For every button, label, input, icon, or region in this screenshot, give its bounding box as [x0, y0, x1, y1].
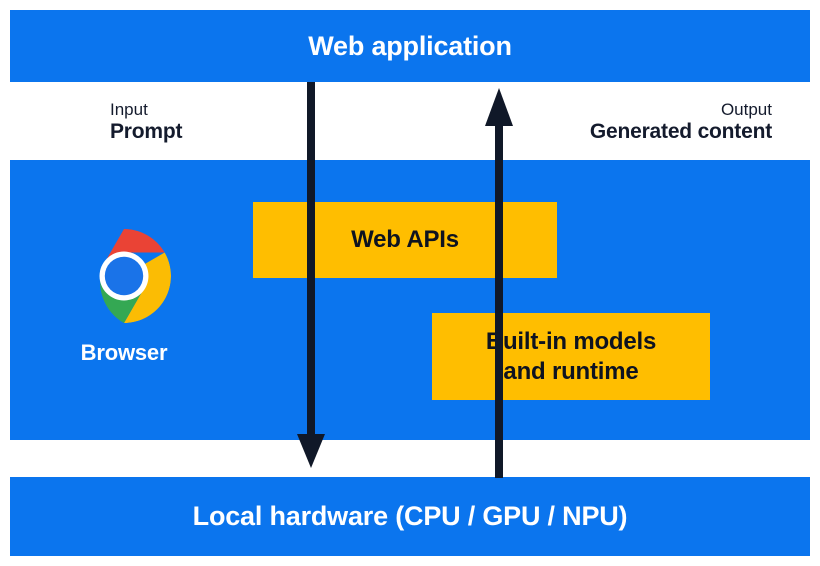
web-application-title: Web application — [308, 30, 512, 61]
local-hardware-title: Local hardware (CPU / GPU / NPU) — [192, 501, 628, 531]
input-label: Input — [110, 100, 148, 119]
input-value: Prompt — [110, 120, 183, 144]
prompt-down-arrow-icon — [297, 82, 325, 468]
web-apis-label: Web APIs — [351, 226, 459, 254]
chrome-logo-icon — [99, 228, 171, 324]
local-hardware-panel: Local hardware (CPU / GPU / NPU) — [10, 477, 810, 556]
built-in-models-box: Built-in models and runtime — [432, 313, 710, 400]
output-label: Output — [720, 100, 772, 119]
browser-label: Browser — [80, 340, 168, 365]
output-value: Generated content — [589, 120, 772, 144]
generated-content-up-arrow-icon — [485, 88, 513, 478]
output-annotation: Output Generated content — [590, 100, 772, 145]
web-apis-box: Web APIs — [253, 202, 557, 278]
web-application-panel: Web application — [10, 10, 810, 82]
input-annotation: Input Prompt — [110, 100, 183, 145]
browser-group: Browser — [63, 228, 185, 366]
